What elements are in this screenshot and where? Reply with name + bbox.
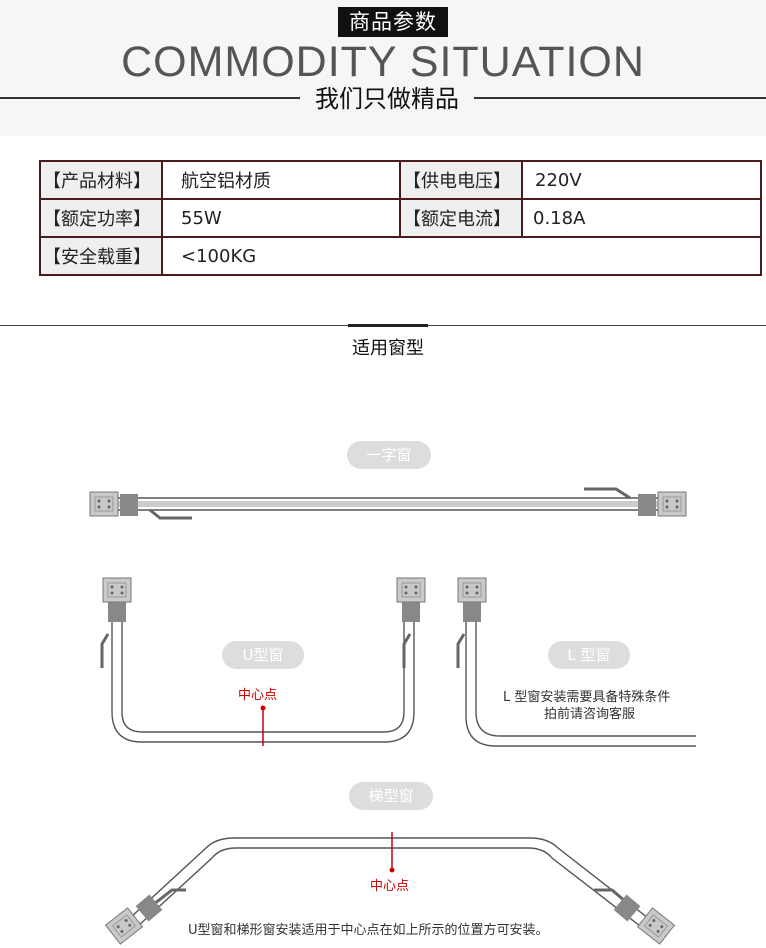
spec-label: 【额定功率】: [39, 198, 163, 238]
spec-label: 【产品材料】: [39, 160, 163, 200]
spec-value: <100KG: [161, 236, 762, 276]
chinese-subtitle: 我们只做精品: [315, 85, 459, 113]
title-rule-left: [0, 97, 300, 99]
u-window-label: U型窗: [222, 641, 304, 669]
trapezoid-window-diagram: [105, 832, 675, 945]
spec-label: 【额定电流】: [399, 198, 523, 238]
table-row: 【安全载重】 <100KG: [39, 236, 762, 276]
u-window-diagram: [100, 577, 426, 746]
spec-table: 【产品材料】 航空铝材质 【供电电压】 220V 【额定功率】 55W 【额定电…: [39, 160, 762, 276]
table-row: 【产品材料】 航空铝材质 【供电电压】 220V: [39, 160, 762, 200]
section-title: 适用窗型: [352, 338, 424, 359]
table-row: 【额定功率】 55W 【额定电流】 0.18A: [39, 198, 762, 238]
trapezoid-center-point-label: 中心点: [370, 879, 410, 894]
footer-note: U型窗和梯形窗安装适用于中心点在如上所示的位置方可安装。: [188, 923, 549, 938]
title-rule-right: [474, 97, 766, 99]
spec-value: 0.18A: [521, 198, 762, 238]
l-window-note-2: 拍前请咨询客服: [544, 707, 636, 722]
u-center-point-label: 中心点: [238, 688, 278, 703]
l-window-note-1: L 型窗安装需要具备特殊条件: [503, 690, 671, 705]
spec-value: 220V: [521, 160, 762, 200]
spec-label: 【供电电压】: [399, 160, 523, 200]
spec-value: 航空铝材质: [161, 160, 401, 200]
l-window-label: L 型窗: [548, 641, 630, 669]
straight-window-diagram: [89, 487, 687, 520]
section-tag: 商品参数: [338, 7, 448, 37]
straight-window-label: 一字窗: [347, 441, 431, 469]
english-title: COMMODITY SITUATION: [121, 38, 645, 86]
l-window-diagram: [456, 577, 696, 747]
section-divider-mark: [348, 324, 428, 327]
spec-label: 【安全载重】: [39, 236, 163, 276]
trapezoid-window-label: 梯型窗: [349, 782, 433, 810]
spec-value: 55W: [161, 198, 401, 238]
header-banner: 商品参数 COMMODITY SITUATION 我们只做精品: [0, 0, 766, 136]
